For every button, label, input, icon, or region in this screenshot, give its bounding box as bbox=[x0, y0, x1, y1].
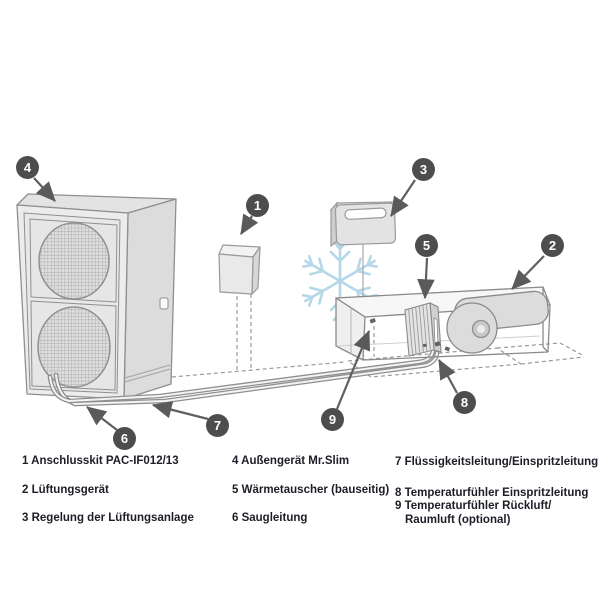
arrow-5 bbox=[417, 257, 435, 300]
fan-blower bbox=[446, 290, 549, 354]
arrow-9 bbox=[335, 329, 371, 410]
refrigerant-pipes bbox=[47, 348, 440, 407]
callout-2: 2 bbox=[541, 234, 564, 257]
snowflake-icon bbox=[299, 239, 381, 323]
fan-grille-top bbox=[38, 222, 110, 300]
arrow-1 bbox=[240, 213, 259, 235]
callout-7: 7 bbox=[206, 414, 229, 437]
callout-4: 4 bbox=[16, 156, 39, 179]
legend-item-2: 2 Lüftungsgerät bbox=[22, 484, 109, 496]
callout-5: 5 bbox=[415, 234, 438, 257]
injection-sensor bbox=[422, 341, 451, 352]
callout-arrows bbox=[33, 177, 545, 431]
callout-6: 6 bbox=[113, 427, 136, 450]
ventilation-controller bbox=[329, 201, 397, 296]
outdoor-unit bbox=[16, 193, 177, 400]
callout-1: 1 bbox=[246, 194, 269, 217]
arrow-8 bbox=[438, 359, 458, 394]
connection-kit-box bbox=[218, 244, 261, 295]
legend-item-8: 8 Temperaturfühler Einspritzleitung bbox=[395, 487, 589, 499]
legend-item-1: 1 Anschlusskit PAC-IF012/13 bbox=[22, 455, 179, 467]
callout-9: 9 bbox=[321, 408, 344, 431]
return-air-sensor-dot bbox=[369, 318, 376, 324]
side-handle bbox=[159, 297, 169, 310]
legend-item-9-line2: Raumluft (optional) bbox=[405, 514, 511, 526]
callout-8: 8 bbox=[453, 391, 476, 414]
legend-item-9: 9 Temperaturfühler Rückluft/ bbox=[395, 500, 552, 512]
arrow-4 bbox=[33, 177, 56, 202]
heat-exchanger bbox=[404, 302, 451, 357]
legend-item-5: 5 Wärmetauscher (bauseitig) bbox=[232, 484, 390, 496]
duct-unit bbox=[335, 286, 551, 361]
controller-slot bbox=[344, 207, 387, 220]
legend-item-3: 3 Regelung der Lüftungsanlage bbox=[22, 512, 194, 524]
arrow-2 bbox=[511, 255, 545, 290]
callout-3: 3 bbox=[412, 158, 435, 181]
fan-grille-bottom bbox=[37, 306, 111, 388]
legend-item-7: 7 Flüssigkeitsleitung/Einspritzleitung bbox=[395, 456, 599, 468]
arrow-7 bbox=[151, 401, 209, 421]
arrow-6 bbox=[86, 406, 118, 431]
arrow-3 bbox=[390, 179, 416, 217]
legend-item-6: 6 Saugleitung bbox=[232, 512, 308, 524]
legend-item-4: 4 Außengerät Mr.Slim bbox=[232, 455, 350, 467]
